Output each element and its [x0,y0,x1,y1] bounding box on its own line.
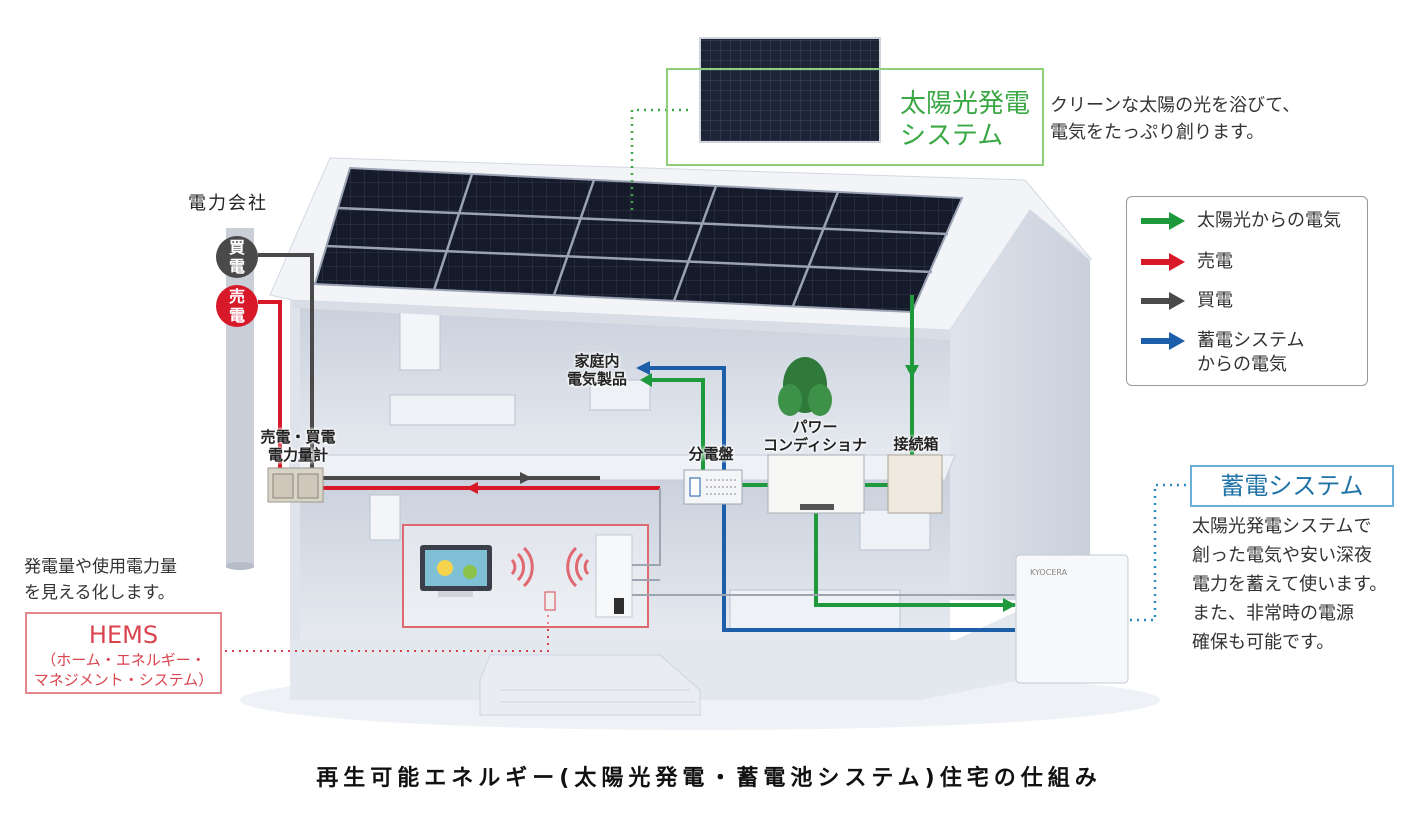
hems-title: HEMS [88,621,159,649]
solar-system-title: 太陽光発電 システム [900,89,1031,151]
house-side-wall [950,210,1090,600]
tv-stand [859,509,931,551]
roof-eave [292,300,950,340]
storage-title-box: 蓄電システム [1190,465,1394,507]
solar-module-image [699,37,881,143]
power-conditioner-label: パワー コンディショナ [763,418,867,454]
legend: 太陽光からの電気 売電 買電 蓄電システム からの電気 [1126,196,1368,386]
blue-arrow-icon [1141,332,1185,350]
solar-title-box [666,68,1044,166]
storage-dotted-connector [1130,483,1190,622]
solar-power-line-storage [814,510,1015,607]
hems-box: HEMS （ホーム・エネルギー・ マネジメント・システム） [25,612,222,694]
power-conditioner-device [767,454,865,514]
bed [389,394,516,426]
storage-system-description: 太陽光発電システムで 創った電気や安い深夜 電力を蓄えて使います。 また、非常時… [1192,516,1388,653]
utility-pole [226,228,254,568]
hems-intro-text: 発電量や使用電力量 を見える化します。 [24,557,177,603]
hems-dotted-connector [218,605,549,652]
legend-label-storage: 蓄電システム からの電気 [1197,330,1305,375]
storage-unit-device: KYOCERA [1015,554,1129,684]
hems-sensor [544,591,556,611]
hems-signal-lines [632,488,1015,596]
roof-panel-grid [325,173,949,307]
distribution-board-device [683,469,743,505]
junction-box-device [887,454,943,514]
power-meter-device [267,467,324,503]
distribution-board-label: 分電盤 [688,445,734,463]
sofa [729,589,901,631]
hems-subtitle: （ホーム・エネルギー・ マネジメント・システム） [33,651,214,689]
plant [778,357,832,416]
legend-label-solar: 太陽光からの電気 [1197,210,1341,231]
meter-label: 売電・買電 電力量計 [260,428,336,464]
window-upper-left [399,309,441,371]
sell-power-badge: 売 電 [216,285,258,327]
legend-label-buy: 買電 [1197,290,1233,311]
green-arrow-icon [1141,212,1185,230]
hems-wireless-waves-2 [566,546,590,588]
solar-dotted-connector [630,108,690,210]
junction-box-label: 接続箱 [893,435,939,453]
desk [589,379,651,411]
utility-company-label: 電力会社 [188,193,268,214]
entrance-steps [479,654,701,716]
buy-power-badge: 買 電 [216,236,258,278]
red-arrow-icon [1141,253,1185,271]
solar-system-description: クリーンな太陽の光を浴びて、 電気をたっぷり創ります。 [1050,95,1301,143]
gray-arrow-icon [1141,292,1185,310]
legend-label-sell: 売電 [1197,251,1233,272]
svg-text:KYOCERA: KYOCERA [1030,568,1068,577]
storage-system-title: 蓄電システム [1220,472,1364,500]
buy-power-line [258,253,600,480]
window-lower-left [369,494,401,541]
diagram-caption: 再生可能エネルギー(太陽光発電・蓄電池システム)住宅の仕組み [316,766,1102,791]
hems-wireless-waves-1 [510,546,534,588]
appliances-label: 家庭内 電気製品 [566,352,627,388]
